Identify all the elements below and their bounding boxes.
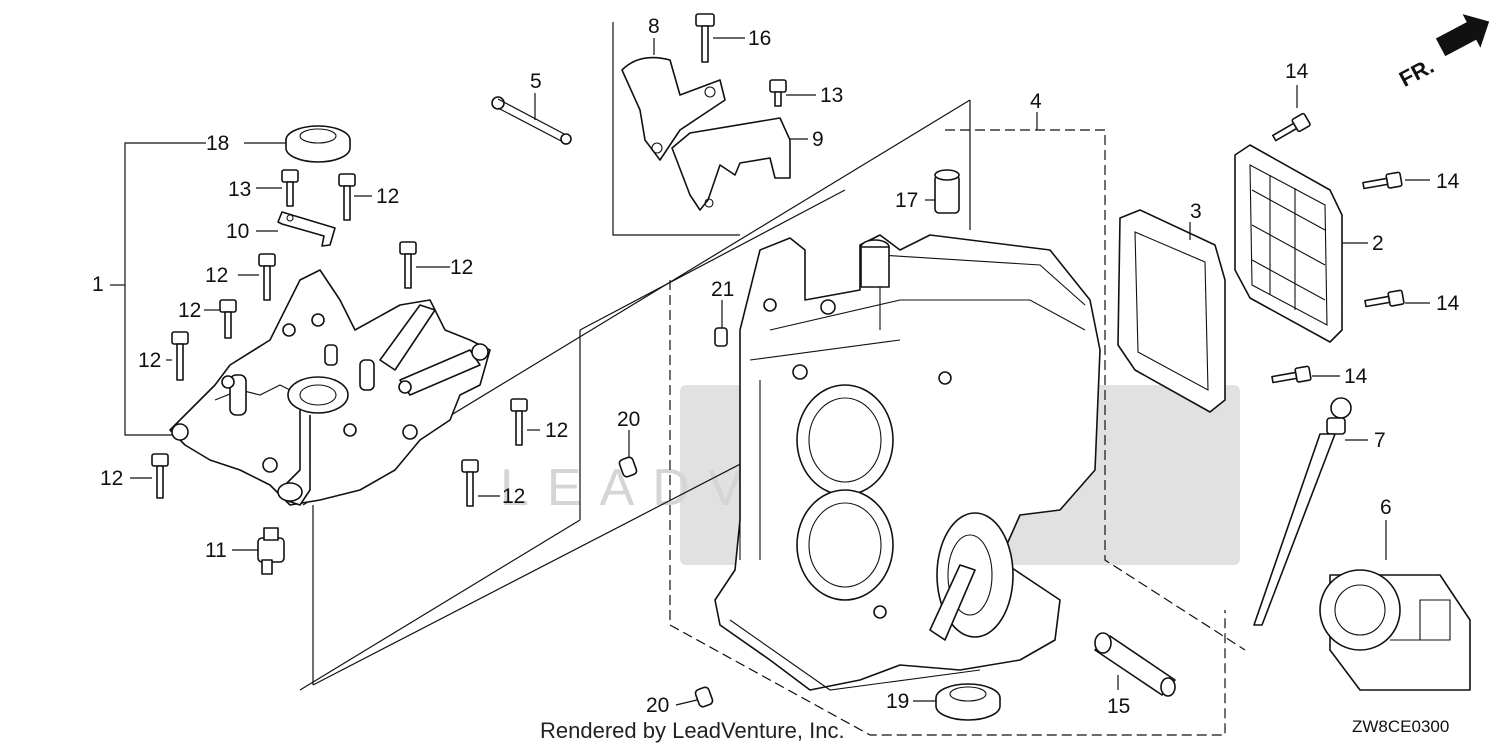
stud-bolt-15	[1094, 632, 1176, 697]
callout-2: 2	[1372, 232, 1384, 255]
callout-4: 4	[1030, 90, 1042, 113]
front-direction-label: FR.	[1395, 53, 1438, 92]
callout-3: 3	[1190, 200, 1202, 223]
callout-14-d: 14	[1344, 365, 1368, 388]
callout-12-d: 12	[138, 349, 161, 372]
callout-20-a: 20	[617, 408, 640, 431]
front-arrow-icon	[1435, 14, 1490, 57]
dowel-pin-20-lower	[694, 686, 714, 708]
dowel-pin-20-upper	[618, 456, 638, 478]
callout-13-b: 13	[820, 84, 843, 107]
bracket-10	[277, 211, 336, 247]
callout-12-g: 12	[100, 467, 123, 490]
callout-12-e: 12	[450, 256, 473, 279]
callout-18: 18	[206, 132, 229, 155]
callout-6: 6	[1380, 496, 1392, 519]
oil-seal-19	[935, 683, 1001, 721]
callout-leaders	[130, 37, 1430, 706]
cylinder-block-4	[714, 234, 1101, 691]
callout-14-c: 14	[1436, 292, 1460, 315]
dowel-pin-17	[934, 169, 960, 214]
breather-plate-9	[671, 117, 791, 211]
callout-14-a: 14	[1285, 60, 1309, 83]
callout-labels: 1 2 3 4 5 6 7 8 9 10 11 12 12 12 12 12 1…	[92, 15, 1460, 718]
oil-filter-6	[1319, 569, 1471, 691]
callout-11: 11	[205, 539, 227, 562]
callout-12-h: 12	[502, 485, 525, 508]
callout-7: 7	[1374, 429, 1386, 452]
cylinder-cover-2	[1234, 144, 1343, 343]
assembly-outlines	[110, 22, 1246, 736]
diagram-code: ZW8CE0300	[1352, 717, 1449, 736]
crankcase-cover-assembly	[169, 269, 491, 506]
dowel-pin-21	[714, 327, 728, 347]
callout-17: 17	[895, 189, 918, 212]
callout-8: 8	[648, 15, 660, 38]
callout-13-a: 13	[228, 178, 251, 201]
callout-12-b: 12	[205, 264, 228, 287]
callout-14-b: 14	[1436, 170, 1460, 193]
callout-20-b: 20	[646, 694, 669, 717]
callout-12-f: 12	[545, 419, 568, 442]
callout-16: 16	[748, 27, 771, 50]
callout-12-c: 12	[178, 299, 201, 322]
bolts-left	[151, 13, 787, 507]
callout-1: 1	[92, 273, 104, 296]
callout-9: 9	[812, 128, 824, 151]
callout-10: 10	[226, 220, 249, 243]
stud-bolt-5	[491, 96, 572, 145]
render-credit: Rendered by LeadVenture, Inc.	[540, 718, 845, 743]
dipstick-7	[1253, 397, 1352, 626]
bolts-14	[1271, 112, 1405, 384]
gasket-3	[1117, 209, 1226, 413]
callout-19: 19	[886, 690, 909, 713]
callout-21: 21	[711, 278, 734, 301]
callout-12-a: 12	[376, 185, 399, 208]
breather-cover-8	[621, 56, 726, 161]
callout-15: 15	[1107, 695, 1130, 718]
oil-pressure-switch-11	[257, 527, 285, 575]
callout-5: 5	[530, 70, 542, 93]
oil-seal-18	[285, 125, 351, 163]
front-direction-indicator: FR.	[1395, 14, 1490, 92]
